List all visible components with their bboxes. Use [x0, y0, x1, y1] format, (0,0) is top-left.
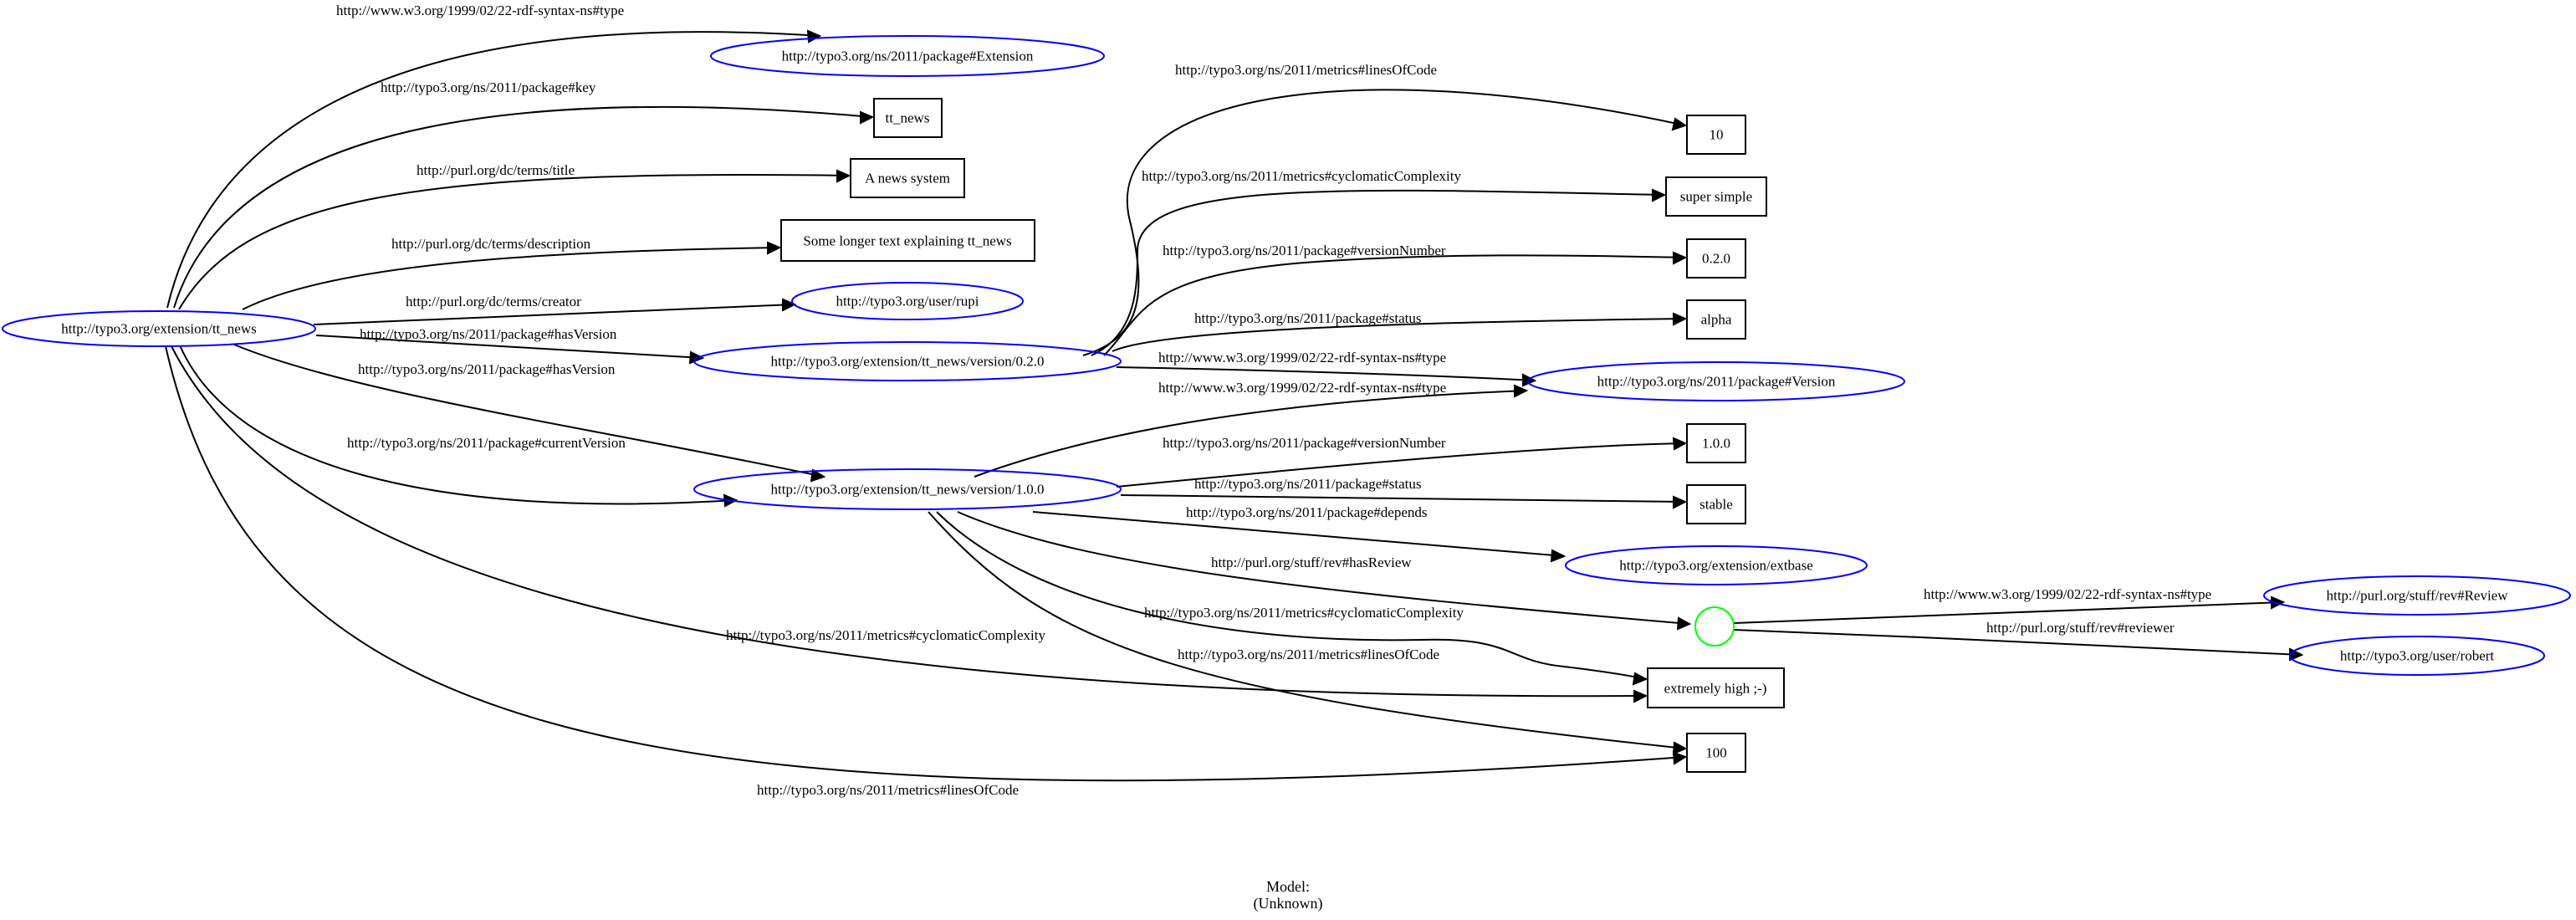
- edge-v100-linesofcode: http://typo3.org/ns/2011/metrics#linesOf…: [928, 511, 1688, 755]
- node-lines-10: 10: [1686, 115, 1746, 155]
- edge-blank-type: http://www.w3.org/1999/02/22-rdf-syntax-…: [1733, 586, 2286, 624]
- node-label: http://typo3.org/user/rupi: [836, 294, 979, 309]
- edge-v100-cyclomatic: http://typo3.org/ns/2011/metrics#cycloma…: [936, 511, 1648, 686]
- node-status-alpha: alpha: [1686, 299, 1746, 340]
- node-label: extremely high ;-): [1664, 681, 1767, 697]
- node-title-literal: A news system: [850, 158, 965, 198]
- node-tt-news-extension: http://typo3.org/extension/tt_news: [2, 310, 316, 347]
- node-label: http://typo3.org/ns/2011/package#Extensi…: [782, 49, 1034, 64]
- node-label: http://typo3.org/extension/tt_news/versi…: [771, 482, 1045, 498]
- node-label: http://purl.org/stuff/rev#Review: [2326, 588, 2508, 604]
- node-status-stable: stable: [1686, 484, 1746, 524]
- node-lines-100: 100: [1686, 733, 1746, 773]
- edge-hasversion-020: http://typo3.org/ns/2011/package#hasVers…: [315, 326, 705, 365]
- edge-label: http://purl.org/dc/terms/description: [391, 236, 591, 252]
- node-super-simple: super simple: [1665, 176, 1767, 217]
- node-description-literal: Some longer text explaining tt_news: [780, 219, 1035, 262]
- edge-hasversion-100: http://typo3.org/ns/2011/package#hasVers…: [233, 344, 826, 483]
- edge-label: http://typo3.org/ns/2011/package#status: [1194, 476, 1422, 492]
- edge-ext-cyclomatic: http://typo3.org/ns/2011/metrics#cycloma…: [171, 345, 1648, 703]
- edge-label: http://purl.org/stuff/rev#hasReview: [1211, 555, 1412, 570]
- edge-v020-versionnumber: http://typo3.org/ns/2011/package#version…: [1103, 243, 1688, 356]
- edge-v100-versionnumber: http://typo3.org/ns/2011/package#version…: [1116, 435, 1688, 488]
- edge-v100-hasreview: http://purl.org/stuff/rev#hasReview: [957, 511, 1692, 631]
- edge-v100-status: http://typo3.org/ns/2011/package#status: [1120, 476, 1688, 509]
- edge-v020-cyclomatic: http://typo3.org/ns/2011/metrics#cycloma…: [1091, 168, 1667, 356]
- node-label: stable: [1699, 497, 1733, 513]
- edge-ext-linesofcode: http://typo3.org/ns/2011/metrics#linesOf…: [165, 345, 1688, 798]
- edge-label: http://www.w3.org/1999/02/22-rdf-syntax-…: [1158, 350, 1446, 365]
- edge-label: http://typo3.org/ns/2011/metrics#cycloma…: [1142, 168, 1461, 184]
- edge-label: http://purl.org/stuff/rev#reviewer: [1986, 620, 2175, 636]
- edge-label: http://typo3.org/ns/2011/package#version…: [1163, 435, 1446, 451]
- node-label: 100: [1705, 745, 1727, 761]
- edge-label: http://typo3.org/ns/2011/metrics#linesOf…: [757, 782, 1019, 798]
- node-label: Some longer text explaining tt_news: [803, 233, 1011, 249]
- node-extension-class: http://typo3.org/ns/2011/package#Extensi…: [710, 35, 1105, 77]
- edge-label: http://typo3.org/ns/2011/metrics#cycloma…: [1144, 605, 1464, 621]
- edge-label: http://typo3.org/ns/2011/package#status: [1194, 310, 1422, 326]
- caption-unknown: (Unknown): [1254, 895, 1323, 912]
- node-extbase: http://typo3.org/extension/extbase: [1565, 545, 1868, 585]
- node-label: http://typo3.org/extension/tt_news: [61, 321, 256, 337]
- edge-label: http://typo3.org/ns/2011/package#version…: [1163, 243, 1446, 258]
- node-label: 10: [1710, 127, 1724, 143]
- node-label: alpha: [1701, 312, 1732, 328]
- edge-label: http://typo3.org/ns/2011/package#key: [381, 79, 596, 95]
- node-review-class: http://purl.org/stuff/rev#Review: [2263, 575, 2571, 616]
- edge-type-extension: http://www.w3.org/1999/02/22-rdf-syntax-…: [166, 3, 822, 309]
- edge-label: http://typo3.org/ns/2011/package#hasVers…: [360, 326, 617, 342]
- edge-label: http://typo3.org/ns/2011/package#depends: [1186, 504, 1428, 520]
- edge-key: http://typo3.org/ns/2011/package#key: [173, 79, 875, 309]
- edge-label: http://www.w3.org/1999/02/22-rdf-syntax-…: [336, 3, 624, 18]
- node-version-number-100: 1.0.0: [1686, 423, 1746, 463]
- node-label: http://typo3.org/ns/2011/package#Version: [1597, 374, 1836, 390]
- edge-label: http://www.w3.org/1999/02/22-rdf-syntax-…: [1158, 380, 1446, 396]
- edge-blank-reviewer: http://purl.org/stuff/rev#reviewer: [1733, 620, 2304, 662]
- node-label: 1.0.0: [1702, 436, 1730, 452]
- edge-label: http://typo3.org/ns/2011/package#current…: [347, 435, 626, 451]
- node-version-020: http://typo3.org/extension/tt_news/versi…: [693, 341, 1122, 381]
- edge-v100-type: http://www.w3.org/1999/02/22-rdf-syntax-…: [974, 380, 1529, 478]
- edge-v100-depends: http://typo3.org/ns/2011/package#depends: [1032, 504, 1567, 563]
- node-version-100: http://typo3.org/extension/tt_news/versi…: [693, 468, 1122, 510]
- node-label: tt_news: [886, 110, 930, 126]
- node-version-number-020: 0.2.0: [1686, 238, 1746, 279]
- node-robert: http://typo3.org/user/robert: [2289, 636, 2545, 676]
- edge-label: http://purl.org/dc/terms/creator: [406, 294, 581, 309]
- edge-label: http://www.w3.org/1999/02/22-rdf-syntax-…: [1924, 586, 2211, 602]
- edge-description: http://purl.org/dc/terms/description: [242, 236, 782, 310]
- node-label: http://typo3.org/extension/extbase: [1619, 558, 1813, 574]
- node-label: http://typo3.org/extension/tt_news/versi…: [771, 354, 1045, 370]
- edge-creator: http://purl.org/dc/terms/creator: [313, 294, 797, 325]
- node-label: super simple: [1680, 189, 1752, 205]
- edge-v020-status: http://typo3.org/ns/2011/package#status: [1112, 310, 1688, 352]
- node-label: 0.2.0: [1702, 251, 1730, 267]
- edge-label: http://typo3.org/ns/2011/metrics#linesOf…: [1178, 647, 1439, 662]
- node-label: A news system: [865, 171, 950, 187]
- edge-label: http://typo3.org/ns/2011/package#hasVers…: [358, 361, 616, 377]
- edge-v020-linesofcode: http://typo3.org/ns/2011/metrics#linesOf…: [1082, 62, 1688, 356]
- node-creator: http://typo3.org/user/rupi: [791, 282, 1024, 320]
- caption-model: Model:: [1266, 878, 1310, 895]
- node-key-literal: tt_news: [873, 98, 943, 138]
- node-version-class: http://typo3.org/ns/2011/package#Version: [1527, 361, 1905, 401]
- edge-currentversion: http://typo3.org/ns/2011/package#current…: [179, 345, 739, 508]
- node-label: http://typo3.org/user/robert: [2340, 648, 2495, 664]
- node-blank-review: [1694, 606, 1735, 647]
- edge-label: http://typo3.org/ns/2011/metrics#cycloma…: [726, 627, 1045, 643]
- edge-title: http://purl.org/dc/terms/title: [178, 162, 851, 310]
- edge-label: http://typo3.org/ns/2011/metrics#linesOf…: [1175, 62, 1437, 78]
- node-extremely-high: extremely high ;-): [1647, 667, 1785, 708]
- edge-label: http://purl.org/dc/terms/title: [417, 162, 575, 178]
